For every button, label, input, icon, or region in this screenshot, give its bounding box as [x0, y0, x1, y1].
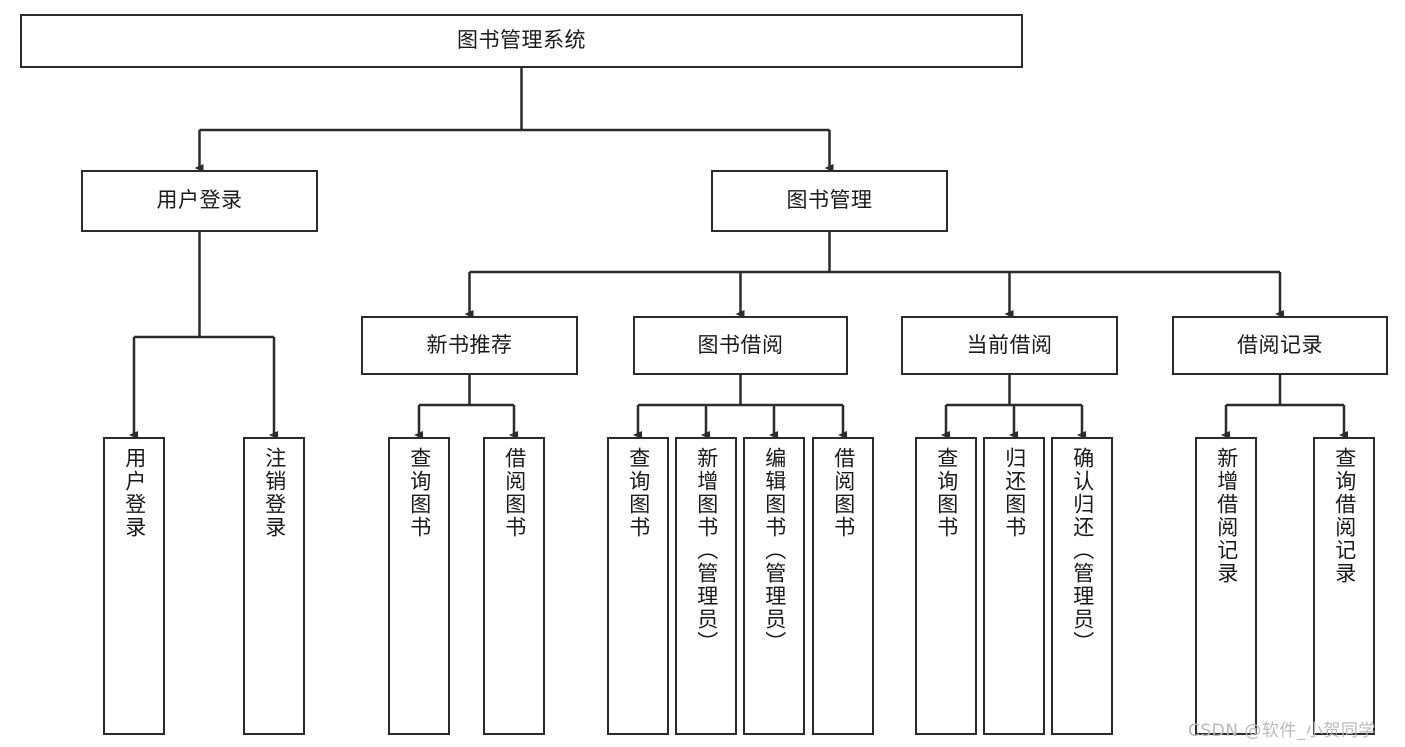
node-new-book-rec[interactable]: 新书推荐: [361, 316, 578, 375]
node-label: 新增图书（管理员）: [694, 447, 719, 654]
csdn-watermark: CSDN @软件_小贺同学: [1188, 721, 1376, 741]
node-label: 借阅图书: [831, 447, 856, 539]
node-label: 用户登录: [156, 188, 243, 213]
node-leaf-2[interactable]: 注销登录: [243, 437, 305, 735]
node-label: 查询图书: [626, 447, 651, 539]
node-leaf-9[interactable]: 查询图书: [915, 437, 977, 735]
node-book-borrow[interactable]: 图书借阅: [633, 316, 848, 375]
node-label: 图书借阅: [697, 332, 784, 357]
node-label: 查询借阅记录: [1332, 447, 1357, 585]
node-label: 查询图书: [934, 447, 959, 539]
node-label: 确认归还（管理员）: [1070, 447, 1095, 654]
node-leaf-8[interactable]: 借阅图书: [812, 437, 874, 735]
node-label: 借阅记录: [1237, 332, 1323, 357]
node-user-login[interactable]: 用户登录: [81, 170, 318, 232]
node-leaf-10[interactable]: 归还图书: [983, 437, 1045, 735]
node-label: 注销登录: [262, 447, 287, 539]
node-label: 归还图书: [1002, 447, 1027, 539]
node-leaf-4[interactable]: 借阅图书: [483, 437, 545, 735]
node-label: 当前借阅: [966, 332, 1053, 357]
node-leaf-5[interactable]: 查询图书: [607, 437, 669, 735]
node-label: 图书管理: [786, 188, 873, 213]
node-label: 图书管理系统: [457, 28, 586, 53]
node-leaf-13[interactable]: 查询借阅记录: [1313, 437, 1375, 735]
node-leaf-7[interactable]: 编辑图书（管理员）: [743, 437, 805, 735]
node-label: 新增借阅记录: [1214, 447, 1239, 585]
node-label: 编辑图书（管理员）: [762, 447, 787, 654]
node-label: 查询图书: [407, 447, 432, 539]
node-leaf-12[interactable]: 新增借阅记录: [1195, 437, 1257, 735]
node-borrow-record[interactable]: 借阅记录: [1172, 316, 1388, 375]
node-current-borrow[interactable]: 当前借阅: [901, 316, 1118, 375]
node-leaf-1[interactable]: 用户登录: [103, 437, 165, 735]
node-leaf-6[interactable]: 新增图书（管理员）: [675, 437, 737, 735]
node-leaf-3[interactable]: 查询图书: [388, 437, 450, 735]
node-leaf-11[interactable]: 确认归还（管理员）: [1051, 437, 1113, 735]
node-root[interactable]: 图书管理系统: [20, 14, 1023, 68]
node-label: 借阅图书: [502, 447, 527, 539]
node-book-mgmt[interactable]: 图书管理: [711, 170, 948, 232]
node-label: 新书推荐: [426, 332, 513, 357]
node-label: 用户登录: [122, 447, 147, 539]
